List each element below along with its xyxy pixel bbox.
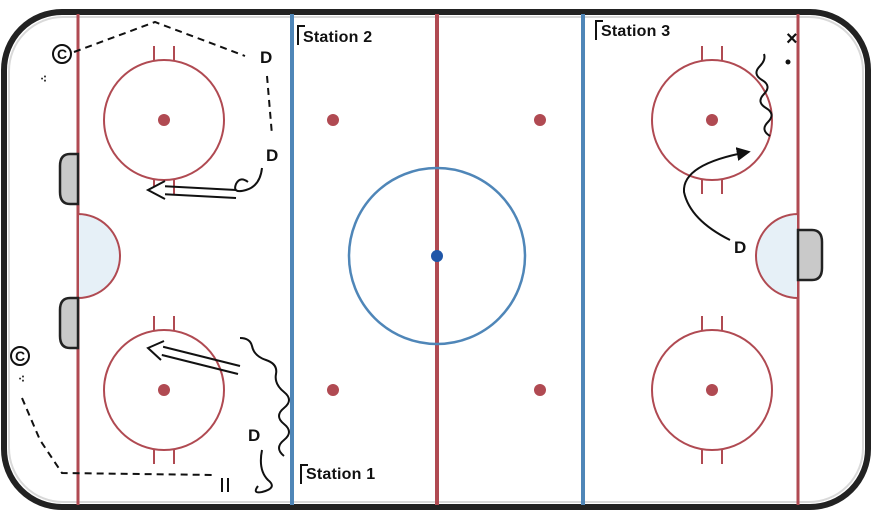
- skate-path-bottom-left: [254, 449, 273, 494]
- puck-carry-wavy-bottom: [239, 337, 290, 457]
- coach-top-left: C: [52, 44, 72, 64]
- faceoff-circle-left-top: [103, 46, 225, 194]
- puck-carry-wavy-right: [755, 53, 773, 137]
- double-arrow-head-top-left: [145, 180, 166, 200]
- double-arrow-bottom-left-a: [159, 345, 241, 367]
- right-goal-net: [796, 228, 824, 282]
- skate-route-right: [682, 147, 751, 241]
- left-net-lower: [58, 296, 80, 350]
- defense-player-top-b: D: [266, 146, 279, 165]
- neutral-dot-top-left: [327, 114, 339, 126]
- left-goal-crease: [77, 212, 121, 300]
- station-1-bracket: [300, 464, 308, 484]
- double-arrow-top-left-a: [159, 185, 237, 191]
- double-arrow-bottom-left-b: [157, 353, 239, 375]
- double-arrow-head-bottom-left: [146, 340, 165, 361]
- center-dot: [431, 250, 443, 262]
- puck-right: [785, 59, 791, 65]
- defense-player-bottom: D: [248, 426, 261, 445]
- coach-bottom-left: C: [10, 346, 30, 366]
- defense-player-top-a: D: [260, 48, 273, 67]
- faceoff-dot-right-top: [706, 114, 718, 126]
- double-arrow-top-left-b: [159, 193, 237, 199]
- pass-line-d-top: [266, 75, 273, 136]
- faceoff-circle-right-top: [651, 46, 773, 194]
- station-2-label: Station 2: [303, 29, 373, 46]
- coach-pucks-bottom: ⁖: [18, 372, 26, 386]
- right-goal-crease: [755, 212, 799, 300]
- faceoff-dot-left-top: [158, 114, 170, 126]
- pass-line-coach-bottom: [21, 397, 215, 476]
- faceoff-dot-left-bottom: [158, 384, 170, 396]
- center-circle: [347, 166, 527, 346]
- coach-pucks-top: ⁖: [40, 72, 48, 86]
- station-3-label: Station 3: [601, 23, 671, 40]
- skate-path-top-left: [234, 167, 263, 193]
- neutral-dot-bottom-right: [534, 384, 546, 396]
- defense-player-right: D: [734, 238, 747, 257]
- left-net-upper: [58, 152, 80, 206]
- station-2-bracket: [297, 25, 305, 45]
- faceoff-circle-right-bottom: [651, 316, 773, 464]
- pass-line-coach-top: [73, 20, 246, 57]
- faceoff-circle-left-bottom: [103, 316, 225, 464]
- faceoff-dot-right-bottom: [706, 384, 718, 396]
- neutral-dot-top-right: [534, 114, 546, 126]
- target-x-mark: ×: [786, 28, 798, 50]
- station-1-label: Station 1: [306, 466, 376, 483]
- station-3-bracket: [595, 20, 603, 40]
- neutral-dot-bottom-left: [327, 384, 339, 396]
